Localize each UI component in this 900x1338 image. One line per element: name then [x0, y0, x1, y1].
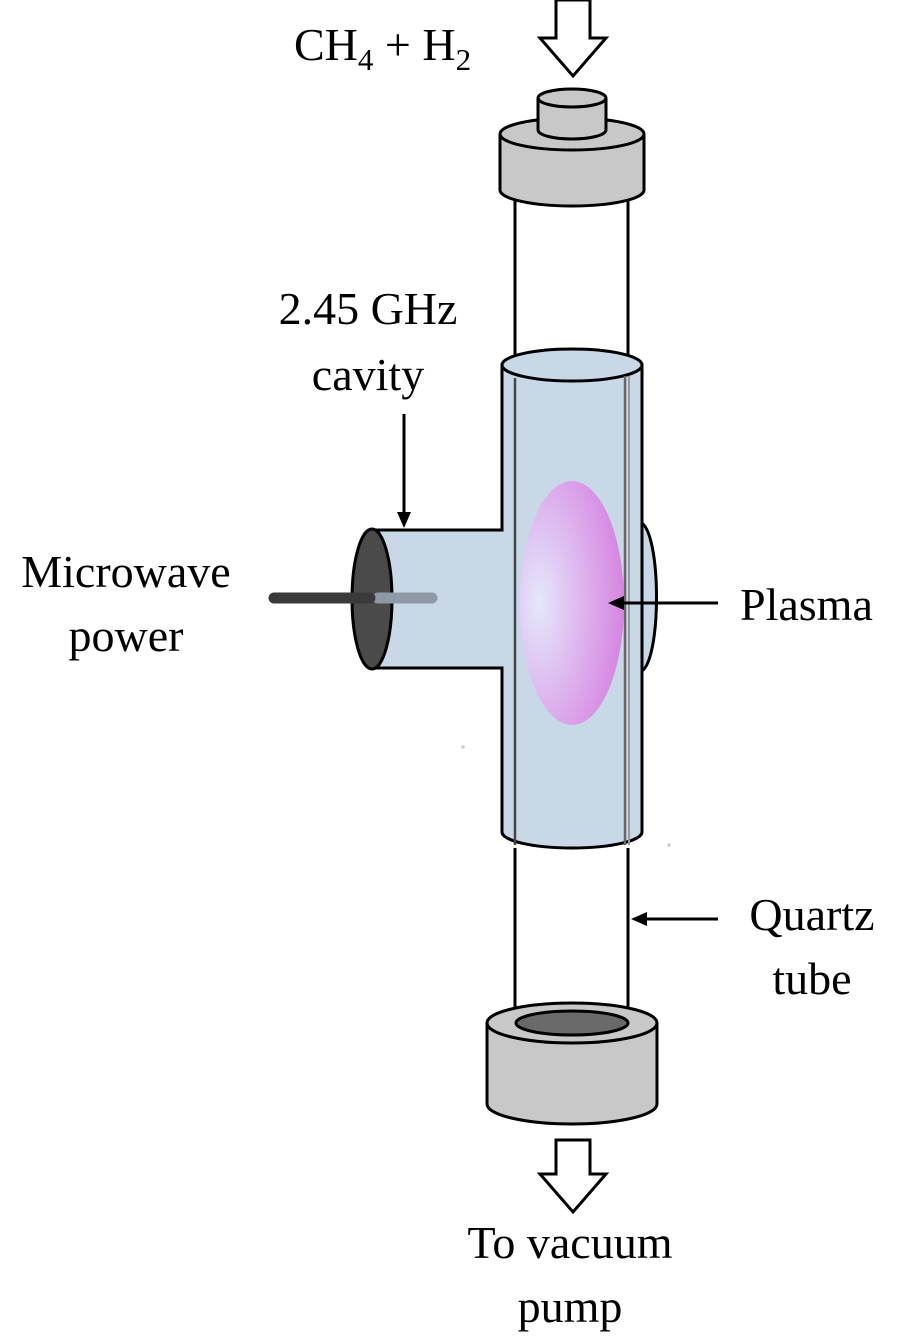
plasma-glow — [520, 481, 624, 725]
microwave-label-line1: Microwave — [21, 546, 230, 597]
gas-inlet-arrow — [536, 0, 610, 79]
speck — [667, 843, 671, 847]
microwave-label-line2: power — [69, 610, 184, 661]
plasma-label: Plasma — [740, 579, 873, 630]
speck — [461, 745, 465, 749]
bottom-fitting — [485, 1001, 659, 1126]
quartz-label-line2: tube — [772, 953, 851, 1004]
cavity-pointer-arrow — [397, 414, 411, 528]
cavity-side-port — [638, 519, 658, 675]
quartz-tube-upper — [513, 200, 630, 362]
cavity-label-line2: cavity — [312, 349, 424, 400]
plasma-pointer-arrow — [608, 596, 718, 610]
top-fitting — [498, 87, 646, 208]
cavity-top-rim — [500, 347, 644, 383]
quartz-tube-inside-cavity — [513, 376, 630, 845]
quartz-label-line1: Quartz — [749, 889, 874, 940]
quartz-pointer-arrow — [631, 912, 718, 926]
vacuum-outlet-arrow — [536, 1138, 610, 1215]
vacuum-label-line2: pump — [518, 1281, 623, 1332]
microwave-antenna — [268, 527, 438, 671]
cavity-label-line1: 2.45 GHz — [279, 283, 458, 334]
quartz-tube-lower — [513, 848, 630, 1010]
vacuum-label-line1: To vacuum — [467, 1217, 672, 1268]
gas-inlet-label: CH4 + H2 — [294, 19, 471, 77]
